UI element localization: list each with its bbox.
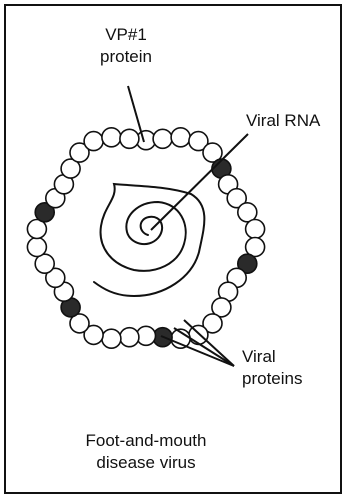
capsomere bbox=[27, 238, 46, 257]
capsid bbox=[27, 128, 264, 348]
capsomere bbox=[153, 129, 172, 148]
figure-frame: VP#1 protein Viral RNA Viral proteins Fo… bbox=[4, 4, 342, 494]
viral-proteins-label: Viral proteins bbox=[242, 346, 302, 390]
capsomere bbox=[246, 220, 265, 239]
capsomere bbox=[84, 132, 103, 151]
vp1-label: VP#1 protein bbox=[86, 24, 166, 68]
viral-rna-strand bbox=[94, 184, 204, 296]
capsomere bbox=[120, 328, 139, 347]
capsomere bbox=[102, 128, 121, 147]
caption-line1: Foot-and-mouth bbox=[46, 430, 246, 452]
viral-proteins-label-line1: Viral bbox=[242, 346, 302, 368]
vp1-label-line2: protein bbox=[86, 46, 166, 68]
capsomere bbox=[171, 128, 190, 147]
vp1-label-line1: VP#1 bbox=[86, 24, 166, 46]
capsomere bbox=[120, 129, 139, 148]
capsomere bbox=[102, 329, 121, 348]
virus-diagram bbox=[6, 6, 340, 492]
viral-rna-label: Viral RNA bbox=[246, 110, 320, 132]
viral-proteins-label-line2: proteins bbox=[242, 368, 302, 390]
diagram-caption: Foot-and-mouth disease virus bbox=[46, 430, 246, 474]
caption-line2: disease virus bbox=[46, 452, 246, 474]
